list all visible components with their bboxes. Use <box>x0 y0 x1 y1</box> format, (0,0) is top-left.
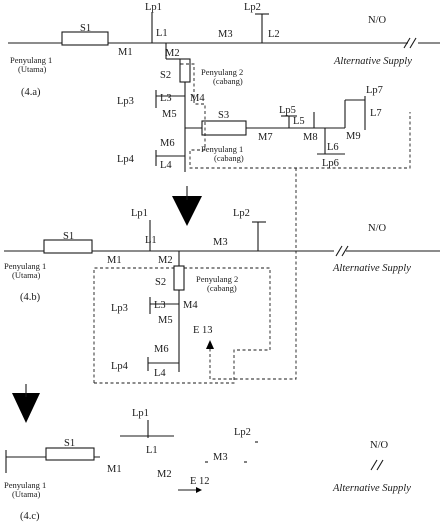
down-arrow-icon <box>12 393 40 423</box>
c-label-feeder1-sub: (Utama) <box>12 489 40 499</box>
a-label-m2: M2 <box>165 48 180 59</box>
b-switch-s2 <box>173 265 185 291</box>
b-label-lp4: Lp4 <box>111 361 129 372</box>
a-label-lp6: Lp6 <box>322 158 339 169</box>
a-label-m3: M3 <box>218 29 233 40</box>
a-label-l7: L7 <box>370 108 382 119</box>
b-label-m4: M4 <box>183 300 198 311</box>
a-label-lp3: Lp3 <box>117 96 134 107</box>
a-label-s2: S2 <box>160 70 171 81</box>
a-label-lp4: Lp4 <box>117 154 135 165</box>
diagram-4b: Lp1 L1 Lp2 S1 M1 M2 M3 N/O Penyulang 1 (… <box>4 208 440 384</box>
a-label-lp1: Lp1 <box>145 2 162 13</box>
a-label-m1: M1 <box>118 47 133 58</box>
b-label-m3: M3 <box>213 237 228 248</box>
a-label-l6: L6 <box>327 142 339 153</box>
b-label-l3: L3 <box>154 300 166 311</box>
c-label-lp1: Lp1 <box>132 408 149 419</box>
a-label-s3: S3 <box>218 110 229 121</box>
b-label-caption: (4.b) <box>20 292 41 303</box>
c-label-m3: M3 <box>213 452 228 463</box>
a-label-m8: M8 <box>303 132 318 143</box>
b-label-m1: M1 <box>107 255 122 266</box>
c-label-s1: S1 <box>64 438 75 449</box>
a-dashed-boundary <box>179 59 411 169</box>
b-label-m2: M2 <box>158 255 173 266</box>
a-label-l3: L3 <box>160 93 172 104</box>
a-label-l5: L5 <box>293 116 305 127</box>
a-label-feeder2-sub: (cabang) <box>213 76 243 86</box>
c-switch-s1 <box>45 447 95 461</box>
a-switch-s1 <box>61 31 109 46</box>
arrowhead-icon <box>206 340 214 349</box>
b-label-alt-supply: Alternative Supply <box>332 263 411 274</box>
c-label-l1: L1 <box>146 445 158 456</box>
b-label-m6: M6 <box>154 344 169 355</box>
a-label-alt-supply: Alternative Supply <box>333 56 412 67</box>
a-label-no: N/O <box>368 15 387 26</box>
b-label-feeder2: Penyulang 2 <box>196 274 238 284</box>
a-label-feeder1: Penyulang 1 <box>10 55 52 65</box>
a-label-s1: S1 <box>80 23 91 34</box>
b-label-lp1: Lp1 <box>131 208 148 219</box>
b-label-m5: M5 <box>158 315 173 326</box>
a-label-m6: M6 <box>160 138 175 149</box>
a-no-break <box>409 37 417 49</box>
c-no-break <box>370 459 378 471</box>
a-label-feeder1-sub: (Utama) <box>18 64 46 74</box>
b-label-lp2: Lp2 <box>233 208 250 219</box>
a-label-feeder1-branch-sub: (cabang) <box>214 153 244 163</box>
b-label-e13: E 13 <box>193 325 213 336</box>
arrowhead-icon <box>196 487 202 493</box>
b-label-lp3: Lp3 <box>111 303 128 314</box>
b-no-break <box>335 245 343 257</box>
c-label-no: N/O <box>370 440 389 451</box>
b-label-feeder1: Penyulang 1 <box>4 261 46 271</box>
b-dashed-boundary <box>94 267 271 384</box>
a-to-b-dashed-route <box>209 168 297 380</box>
a-label-m4: M4 <box>190 93 205 104</box>
a-label-caption: (4.a) <box>21 87 41 98</box>
c-label-lp2: Lp2 <box>234 427 251 438</box>
b-label-l1: L1 <box>145 235 157 246</box>
c-label-e12: E 12 <box>190 476 210 487</box>
a-label-m7: M7 <box>258 132 273 143</box>
a-label-l1: L1 <box>156 28 168 39</box>
c-label-m1: M1 <box>107 464 122 475</box>
b-label-s2: S2 <box>155 277 166 288</box>
b-label-feeder1-sub: (Utama) <box>12 270 40 280</box>
a-label-lp5: Lp5 <box>279 105 296 116</box>
a-label-m9: M9 <box>346 131 361 142</box>
b-label-no: N/O <box>368 223 387 234</box>
a-no-break <box>403 37 411 49</box>
a-label-l4: L4 <box>160 160 172 171</box>
a-label-feeder2: Penyulang 2 <box>201 67 243 77</box>
a-label-m5: M5 <box>162 109 177 120</box>
a-switch-s2 <box>179 58 191 83</box>
b-label-feeder2-sub: (cabang) <box>207 283 237 293</box>
c-label-alt-supply: Alternative Supply <box>332 483 411 494</box>
diagram-4c: S1 Lp1 L1 Lp2 M3 N/O M1 M2 E 12 Penyulan… <box>4 408 411 522</box>
b-label-s1: S1 <box>63 231 74 242</box>
b-label-l4: L4 <box>154 368 166 379</box>
b-no-break <box>341 245 349 257</box>
down-arrow-icon <box>172 196 202 226</box>
a-switch-s3 <box>201 120 247 136</box>
c-label-caption: (4.c) <box>20 511 40 522</box>
a-label-lp7: Lp7 <box>366 85 383 96</box>
a-label-lp2: Lp2 <box>244 2 261 13</box>
a-label-l2: L2 <box>268 29 280 40</box>
c-label-m2: M2 <box>157 469 172 480</box>
c-no-break <box>376 459 384 471</box>
diagram-4a: S1 Lp1 L1 Lp2 L2 M3 M1 N/O Penyulang 1 (… <box>8 2 440 172</box>
c-label-feeder1: Penyulang 1 <box>4 480 46 490</box>
a-label-feeder1-branch: Penyulang 1 <box>201 144 243 154</box>
b-switch-s1 <box>43 239 93 254</box>
